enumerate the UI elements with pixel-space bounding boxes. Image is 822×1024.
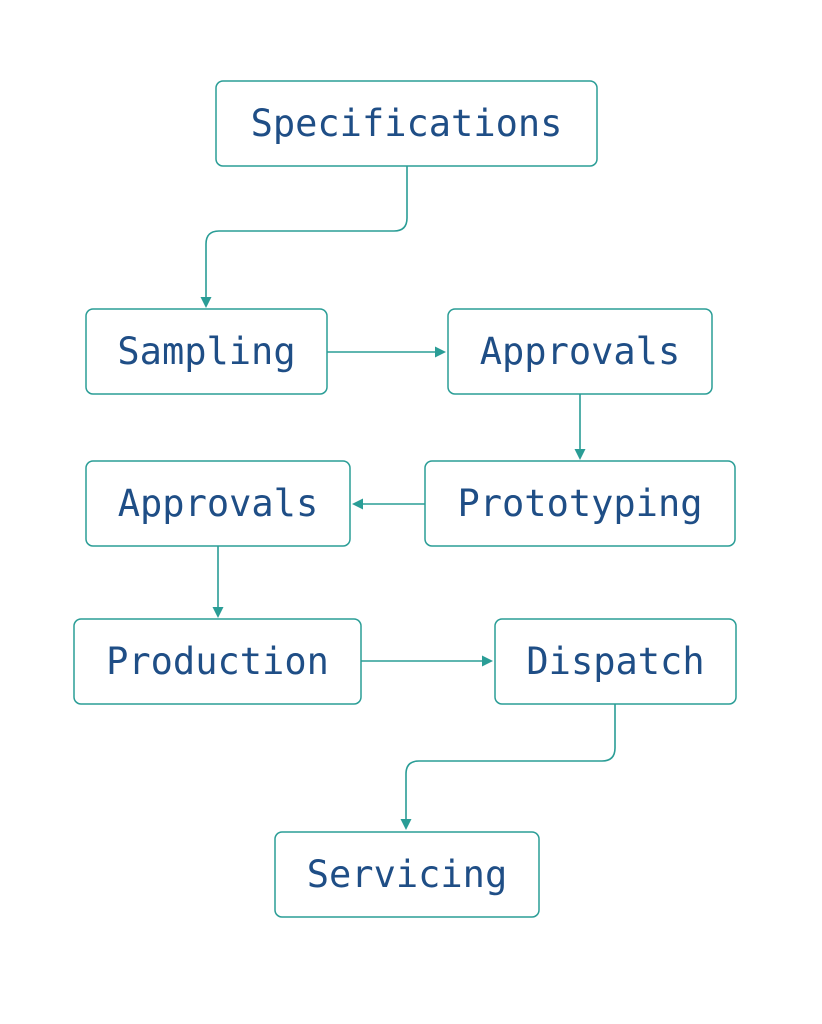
node-label: Approvals (118, 482, 318, 525)
node-approvals-2: Approvals (85, 460, 351, 547)
node-label: Servicing (307, 853, 507, 896)
node-box (447, 308, 713, 395)
connector-specifications-to-sampling (200, 166, 408, 308)
connectors-layer (200, 166, 616, 830)
arrowhead-icon (435, 346, 446, 358)
node-label: Prototyping (457, 482, 702, 525)
node-box (274, 831, 540, 918)
arrowhead-icon (400, 819, 412, 830)
arrowhead-icon (212, 607, 224, 618)
connector-approvals-2-to-production (212, 546, 224, 618)
node-box (494, 618, 737, 705)
arrowhead-icon (482, 655, 493, 667)
connector-prototyping-to-approvals-2 (352, 498, 425, 510)
connector-dispatch-to-servicing (400, 704, 616, 830)
node-prototyping: Prototyping (424, 460, 736, 547)
node-label: Dispatch (526, 640, 704, 683)
node-servicing: Servicing (274, 831, 540, 918)
node-dispatch: Dispatch (494, 618, 737, 705)
node-box (215, 80, 598, 167)
node-sampling: Sampling (85, 308, 328, 395)
connector-production-to-dispatch (361, 655, 493, 667)
node-box (85, 460, 351, 547)
node-box (73, 618, 362, 705)
connector-line (205, 166, 408, 298)
node-production: Production (73, 618, 362, 705)
node-label: Approvals (480, 330, 680, 373)
node-label: Production (106, 640, 329, 683)
connector-line (405, 704, 616, 820)
node-box (85, 308, 328, 395)
node-label: Specifications (251, 102, 563, 145)
connector-approvals-1-to-prototyping (574, 394, 586, 460)
node-label: Sampling (117, 330, 295, 373)
arrowhead-icon (200, 297, 212, 308)
node-specifications: Specifications (215, 80, 598, 167)
node-box (424, 460, 736, 547)
arrowhead-icon (574, 449, 586, 460)
arrowhead-icon (352, 498, 363, 510)
connector-sampling-to-approvals-1 (327, 346, 446, 358)
node-approvals-1: Approvals (447, 308, 713, 395)
